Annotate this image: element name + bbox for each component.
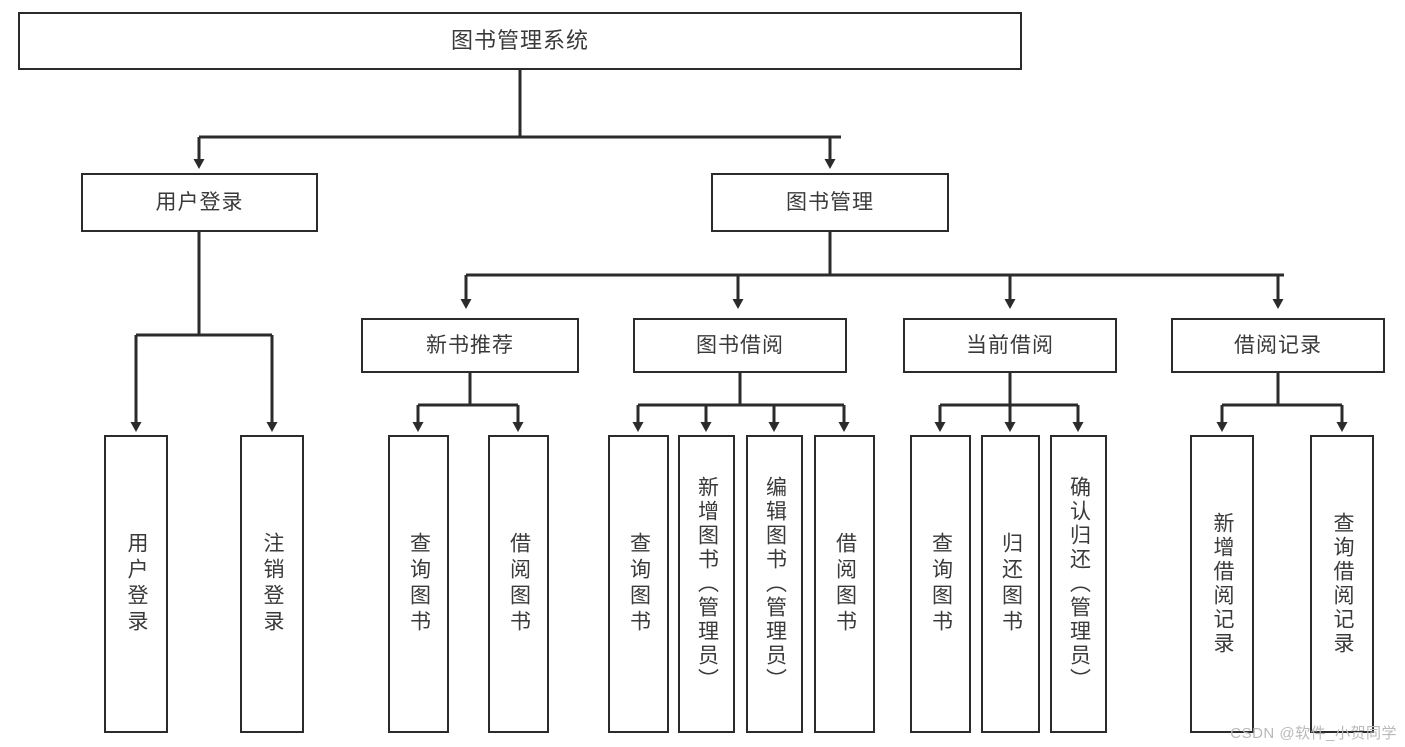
node-label: 新增借阅记录 [1211, 512, 1235, 656]
node-label: 编辑图书（管理员） [763, 476, 787, 692]
leaf-confirm-return-admin[interactable]: 确认归还（管理员） [1050, 435, 1107, 733]
leaf-borrow-book-recommend[interactable]: 借阅图书 [488, 435, 549, 733]
node-label: 图书管理系统 [450, 27, 589, 53]
node-label: 确认归还（管理员） [1067, 476, 1091, 692]
node-label: 注销登录 [261, 532, 285, 636]
watermark: CSDN @软件_小贺同学 [1230, 725, 1397, 742]
node-root-system[interactable]: 图书管理系统 [18, 12, 1022, 70]
leaf-query-book-borrow[interactable]: 查询图书 [608, 435, 669, 733]
node-label: 查询图书 [929, 532, 953, 636]
node-label: 借阅图书 [507, 532, 531, 636]
node-book-management[interactable]: 图书管理 [711, 173, 949, 232]
node-label: 归还图书 [999, 532, 1023, 636]
node-label: 用户登录 [155, 190, 244, 214]
node-current-borrow[interactable]: 当前借阅 [903, 318, 1117, 373]
node-label: 新增图书（管理员） [695, 476, 719, 692]
leaf-add-book-admin[interactable]: 新增图书（管理员） [678, 435, 735, 733]
node-label: 查询图书 [407, 532, 431, 636]
leaf-borrow-book[interactable]: 借阅图书 [814, 435, 875, 733]
node-label: 图书管理 [786, 190, 874, 214]
node-label: 查询借阅记录 [1331, 512, 1355, 656]
leaf-query-borrow-record[interactable]: 查询借阅记录 [1310, 435, 1374, 733]
node-book-borrow[interactable]: 图书借阅 [633, 318, 847, 373]
node-label: 当前借阅 [966, 333, 1054, 357]
node-label: 借阅图书 [833, 532, 857, 636]
node-label: 图书借阅 [696, 333, 784, 357]
leaf-return-book[interactable]: 归还图书 [981, 435, 1040, 733]
node-user-login[interactable]: 用户登录 [81, 173, 318, 232]
node-label: 新书推荐 [426, 333, 514, 357]
leaf-user-login[interactable]: 用户登录 [104, 435, 168, 733]
node-new-book-recommend[interactable]: 新书推荐 [361, 318, 579, 373]
leaf-add-borrow-record[interactable]: 新增借阅记录 [1190, 435, 1254, 733]
leaf-logout[interactable]: 注销登录 [240, 435, 304, 733]
leaf-query-book-current[interactable]: 查询图书 [910, 435, 971, 733]
leaf-edit-book-admin[interactable]: 编辑图书（管理员） [746, 435, 803, 733]
node-label: 借阅记录 [1234, 333, 1322, 357]
node-label: 查询图书 [627, 532, 651, 636]
leaf-query-book-recommend[interactable]: 查询图书 [388, 435, 449, 733]
node-label: 用户登录 [125, 532, 149, 636]
node-borrow-record[interactable]: 借阅记录 [1171, 318, 1385, 373]
